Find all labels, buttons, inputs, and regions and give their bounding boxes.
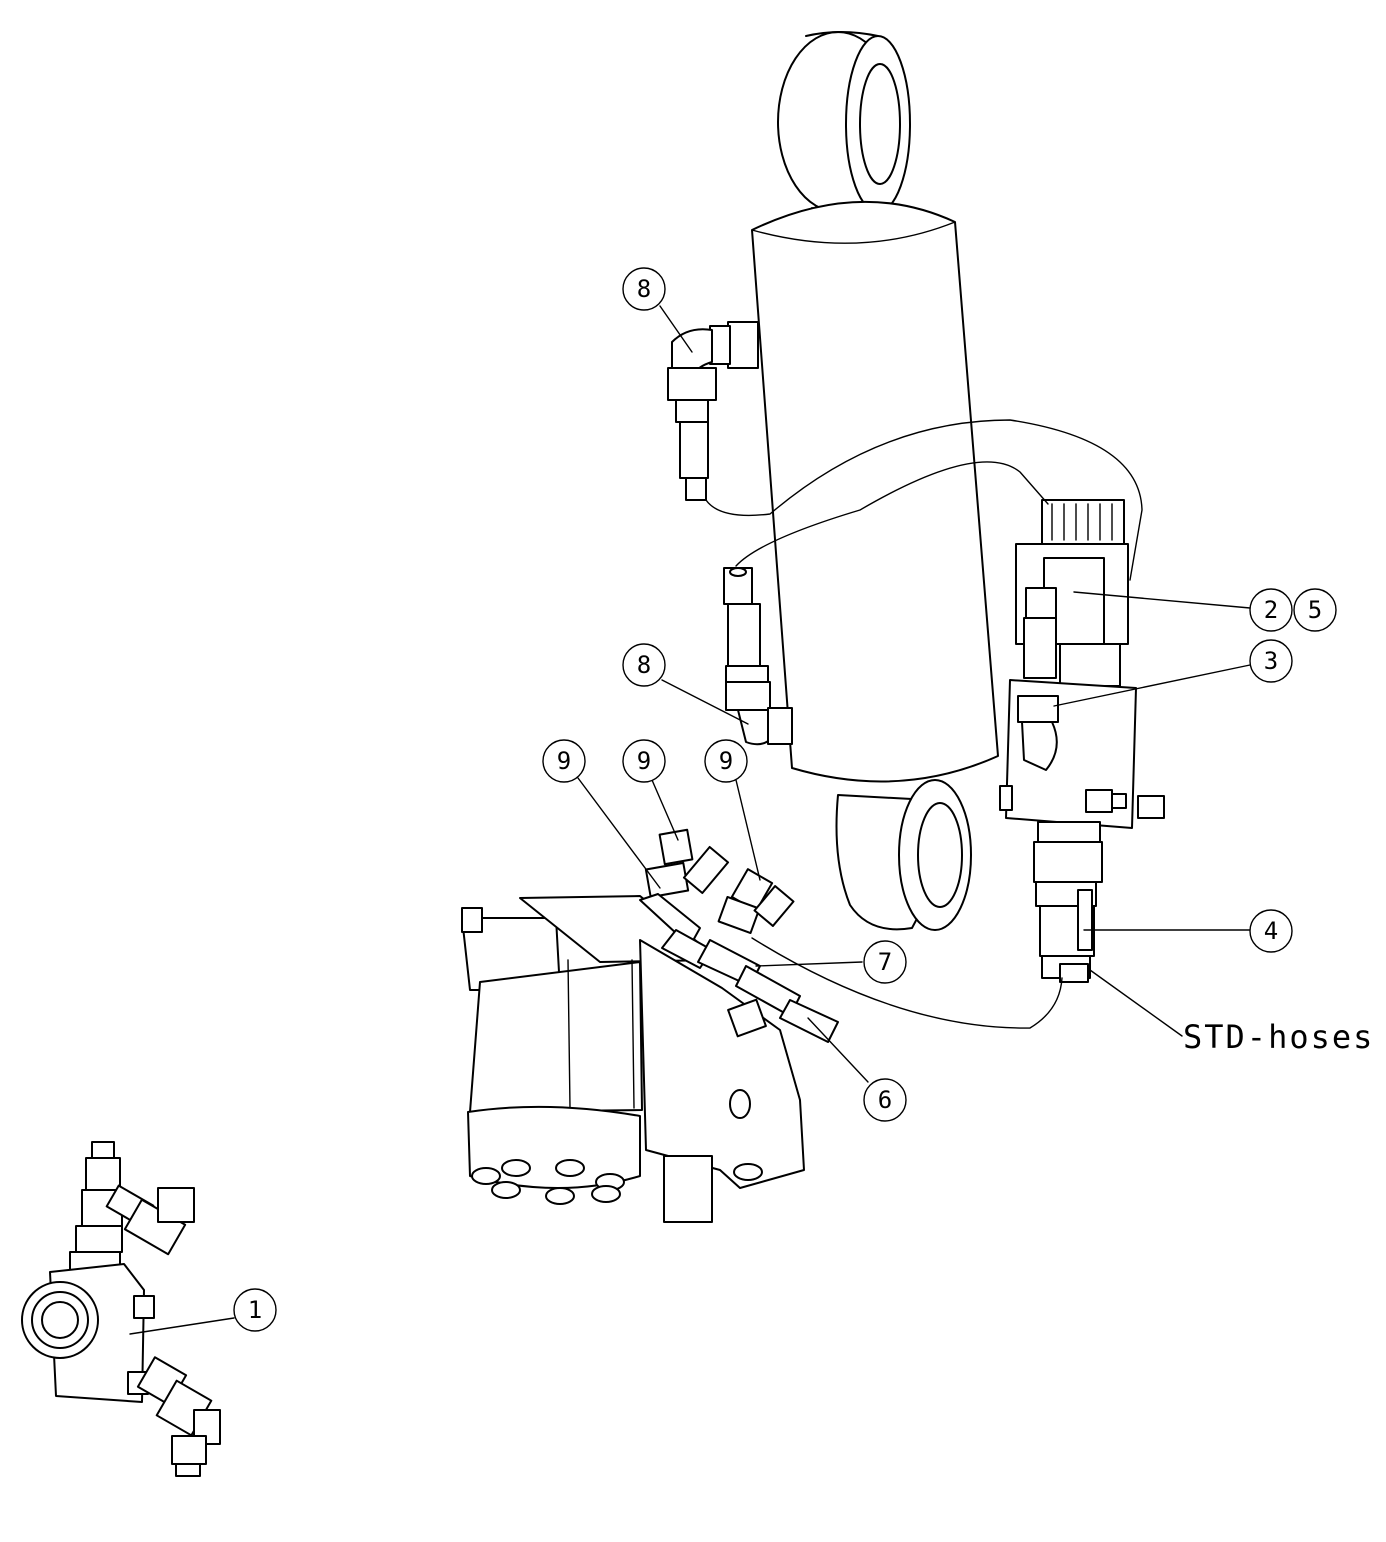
callout-9-right-label: 9: [719, 747, 733, 775]
callout-2: 2: [1249, 588, 1293, 632]
hoses: [705, 419, 1143, 1029]
upper-elbow-fitting: [667, 321, 759, 501]
pump-port-fittings: [639, 828, 839, 1043]
callout-6: 6: [863, 1078, 907, 1122]
callout-9-middle: 9: [622, 739, 666, 783]
callout-6-label: 6: [878, 1086, 892, 1114]
cylinder-bottom-eye: [835, 779, 972, 931]
callout-2-label: 2: [1264, 596, 1278, 624]
callout-1-label: 1: [248, 1296, 262, 1324]
callout-7: 7: [863, 940, 907, 984]
valve-block-assembly: [999, 499, 1165, 983]
outlet-fittings: [1033, 821, 1103, 983]
callout-9-middle-label: 9: [637, 747, 651, 775]
callout-3: 3: [1249, 639, 1293, 683]
callout-8-upper: 8: [622, 267, 666, 311]
callout-8-upper-label: 8: [637, 275, 651, 303]
callout-7-label: 7: [878, 948, 892, 976]
hose-lower-loop: [751, 937, 1063, 1029]
solenoid-valve: [1015, 499, 1129, 687]
small-valve-assembly: [21, 1141, 221, 1477]
callout-5-label: 5: [1308, 596, 1322, 624]
manifold-block: [999, 679, 1165, 829]
callout-8-lower: 8: [622, 643, 666, 687]
leader-lines: [129, 305, 1251, 1335]
hose-middle-loop: [735, 461, 1049, 567]
motor-flange-bolts: [471, 1159, 625, 1205]
callout-5: 5: [1293, 588, 1337, 632]
lower-elbow-fitting: [723, 567, 793, 746]
hose-upper-loop: [705, 419, 1143, 581]
callout-4-label: 4: [1264, 917, 1278, 945]
cylinder-barrel: [751, 200, 999, 783]
hydraulic-pump-motor: [461, 828, 839, 1223]
std-hoses-note: STD-hoses: [1183, 1018, 1374, 1056]
callout-9-left: 9: [542, 739, 586, 783]
callout-4: 4: [1249, 909, 1293, 953]
callout-1: 1: [233, 1288, 277, 1332]
callout-9-right: 9: [704, 739, 748, 783]
callout-3-label: 3: [1264, 647, 1278, 675]
hydraulic-cylinder: [667, 31, 999, 931]
callout-8-lower-label: 8: [637, 651, 651, 679]
callout-9-left-label: 9: [557, 747, 571, 775]
